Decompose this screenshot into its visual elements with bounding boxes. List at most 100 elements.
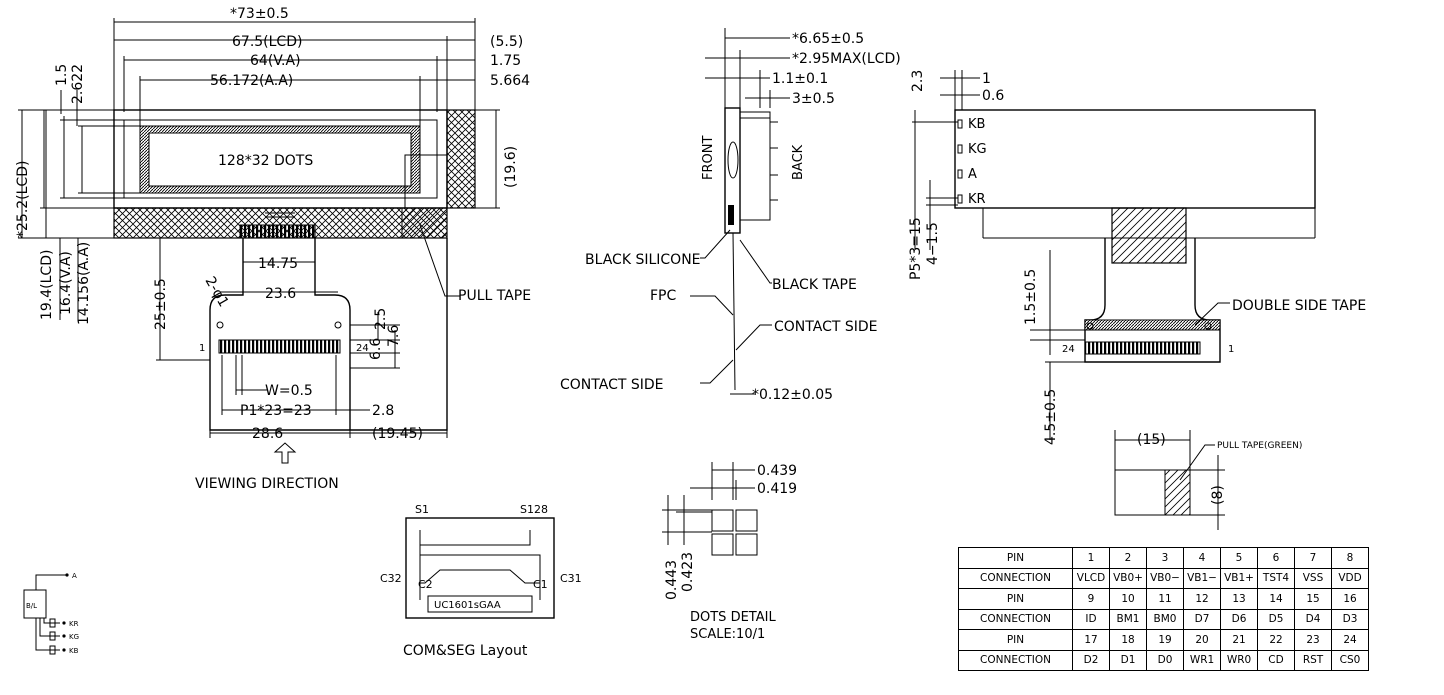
pin-table-cell: D1 bbox=[1109, 649, 1147, 671]
dim-2-5: 2.5 bbox=[373, 308, 389, 330]
dim-8: (8) bbox=[1210, 485, 1226, 505]
pin-table-cell: VDD bbox=[1331, 567, 1369, 589]
pin-table-cell: 5 bbox=[1220, 547, 1258, 569]
front-view: *73±0.5 67.5(LCD) 64(V.A) 56.172(A.A) (5… bbox=[15, 6, 531, 492]
pin-kg: KG bbox=[968, 142, 987, 157]
pin-a: A bbox=[968, 167, 977, 182]
pin-table-cell: 15 bbox=[1294, 588, 1332, 610]
dim-28-6: 28.6 bbox=[252, 426, 283, 442]
pin-kb: KB bbox=[968, 117, 985, 132]
dim-p5: P5*3=15 bbox=[908, 217, 924, 280]
dim-0-439: 0.439 bbox=[757, 463, 797, 479]
dim-25-2-lcd: *25.2(LCD) bbox=[15, 161, 31, 238]
dim-19-4-lcd: 19.4(LCD) bbox=[39, 250, 55, 320]
bl-a: A bbox=[72, 572, 77, 580]
pin-table-header-cell: PIN bbox=[958, 547, 1073, 569]
bl-box-label: B/L bbox=[26, 602, 37, 610]
pin-table-cell: 2 bbox=[1109, 547, 1147, 569]
back-label: BACK bbox=[791, 144, 806, 180]
pin-table-cell: 4 bbox=[1183, 547, 1221, 569]
pin-table-cell: WR0 bbox=[1220, 649, 1258, 671]
dim-0-419: 0.419 bbox=[757, 481, 797, 497]
pin-table-cell: D3 bbox=[1331, 608, 1369, 630]
dim-6-6: 6.6 bbox=[368, 338, 384, 360]
dim-19-45: (19.45) bbox=[372, 426, 423, 442]
pin-table-cell: 17 bbox=[1072, 629, 1110, 651]
pin-table-cell: VLCD bbox=[1072, 567, 1110, 589]
pin-table-cell: 24 bbox=[1331, 629, 1369, 651]
dim-1-5-rear: 1.5±0.5 bbox=[1023, 269, 1039, 325]
front-pin-24: 24 bbox=[356, 343, 369, 354]
front-pin-1: 1 bbox=[199, 343, 205, 354]
backlight-schematic: B/L A KR KG KB bbox=[23, 572, 79, 655]
black-silicone-label: BLACK SILICONE bbox=[585, 252, 701, 268]
pin-table-cell: 9 bbox=[1072, 588, 1110, 610]
dim-14-156-aa: 14.156(A.A) bbox=[76, 242, 92, 325]
dim-4-5-rear: 4.5±0.5 bbox=[1043, 389, 1059, 445]
dim-0-6: 0.6 bbox=[982, 88, 1004, 104]
front-label: FRONT bbox=[701, 136, 716, 180]
pin-table-cell: D4 bbox=[1294, 608, 1332, 630]
pin-table-cell: 3 bbox=[1146, 547, 1184, 569]
pin-table-header-cell: PIN bbox=[958, 588, 1073, 610]
viewing-arrow-icon bbox=[273, 442, 297, 464]
dim-2-8: 2.8 bbox=[372, 403, 394, 419]
bl-kb: KB bbox=[69, 647, 79, 655]
pin-table-cell: ID bbox=[1072, 608, 1110, 630]
dim-7-6: 7.6 bbox=[386, 325, 402, 347]
dim-total-width: *73±0.5 bbox=[230, 6, 289, 22]
chip-label: UC1601sGAA bbox=[434, 600, 501, 611]
black-tape-label: BLACK TAPE bbox=[772, 277, 857, 293]
dim-lcd-width: 67.5(LCD) bbox=[232, 34, 302, 50]
dim-19-6: (19.6) bbox=[503, 146, 519, 188]
dim-p1: P1*23=23 bbox=[240, 403, 312, 419]
pin-table-cell: 8 bbox=[1331, 547, 1369, 569]
dim-3: 3±0.5 bbox=[792, 91, 835, 107]
pin-table-cell: WR1 bbox=[1183, 649, 1221, 671]
s1-label: S1 bbox=[415, 503, 429, 516]
dim-0-12: *0.12±0.05 bbox=[752, 387, 833, 403]
dots-label: 128*32 DOTS bbox=[218, 153, 313, 169]
pin-table-cell: D2 bbox=[1072, 649, 1110, 671]
dots-detail-title: DOTS DETAIL bbox=[690, 610, 776, 625]
viewing-direction: VIEWING DIRECTION bbox=[195, 476, 339, 492]
pin-table-header-cell: CONNECTION bbox=[958, 649, 1073, 671]
pin-table-cell: BM0 bbox=[1146, 608, 1184, 630]
dim-1-75: 1.75 bbox=[490, 53, 521, 69]
dim-6-65: *6.65±0.5 bbox=[792, 31, 864, 47]
pin-table-cell: RST bbox=[1294, 649, 1332, 671]
dots-scale: SCALE:10/1 bbox=[690, 627, 765, 642]
pin-table-cell: CD bbox=[1257, 649, 1295, 671]
dim-va-width: 64(V.A) bbox=[250, 53, 301, 69]
pin-table-cell: 19 bbox=[1146, 629, 1184, 651]
rear-body bbox=[954, 109, 1316, 209]
pin-table-cell: VB0+ bbox=[1109, 567, 1147, 589]
bl-kg: KG bbox=[69, 633, 79, 641]
pin-table-cell: 22 bbox=[1257, 629, 1295, 651]
dim-0-443: 0.443 bbox=[664, 560, 680, 600]
pin-table-cell: TST4 bbox=[1257, 567, 1295, 589]
pin-table-header-cell: CONNECTION bbox=[958, 567, 1073, 589]
pin-table-cell: VSS bbox=[1294, 567, 1332, 589]
dim-15-tape: (15) bbox=[1137, 432, 1166, 448]
contact-side-left: CONTACT SIDE bbox=[560, 377, 663, 393]
dim-5-5: (5.5) bbox=[490, 34, 523, 50]
pin-table-cell: 12 bbox=[1183, 588, 1221, 610]
bl-kr: KR bbox=[69, 620, 79, 628]
rear-pin-24: 24 bbox=[1062, 344, 1075, 355]
c1-label: C1 bbox=[533, 578, 548, 591]
pin-table-cell: D7 bbox=[1183, 608, 1221, 630]
pin-table-header-cell: CONNECTION bbox=[958, 608, 1073, 630]
double-tape-label: DOUBLE SIDE TAPE bbox=[1232, 298, 1366, 314]
dim-2-3: 2.3 bbox=[910, 70, 926, 92]
dim-5-664: 5.664 bbox=[490, 73, 530, 89]
dim-1-5: 1.5 bbox=[54, 64, 70, 86]
pin-table-cell: 23 bbox=[1294, 629, 1332, 651]
pin-table-cell: 20 bbox=[1183, 629, 1221, 651]
c2-label: C2 bbox=[418, 578, 433, 591]
